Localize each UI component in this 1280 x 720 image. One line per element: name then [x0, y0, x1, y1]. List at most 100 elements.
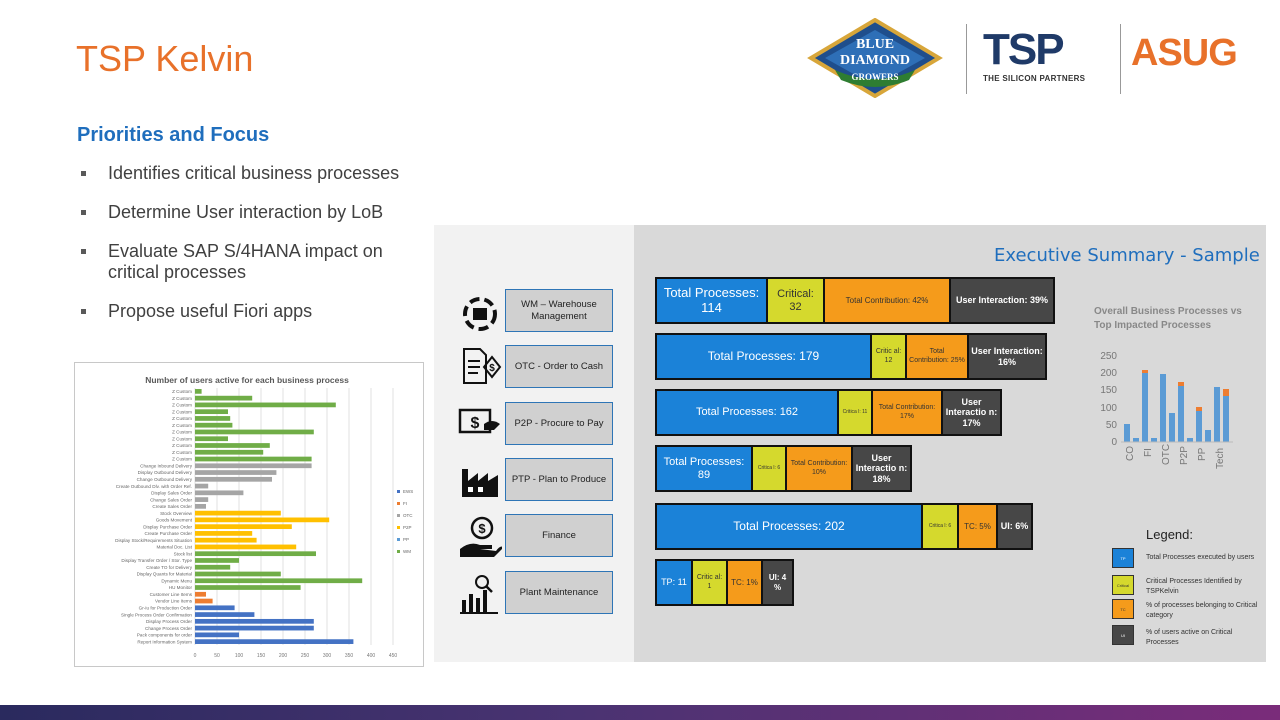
- category-label: Z Custom: [172, 403, 192, 408]
- mini-ytick: 0: [1111, 437, 1117, 448]
- bar: [195, 517, 330, 523]
- contribution-seg: Total Contribution: 25%: [905, 333, 969, 380]
- logo-divider: [966, 24, 967, 94]
- analytics-chart-icon: [460, 575, 498, 614]
- svg-text:DIAMOND: DIAMOND: [840, 53, 910, 68]
- bar: [195, 632, 239, 638]
- legend-label: OTC: [403, 513, 413, 518]
- bar: [195, 578, 363, 584]
- footer-gradient-bar: [0, 705, 1280, 720]
- interaction-seg: UI: 4 %: [761, 559, 794, 606]
- bar: [195, 463, 312, 469]
- total-processes-seg: Total Processes: 114: [655, 277, 768, 324]
- contribution-seg: Total Contribution: 17%: [871, 389, 943, 436]
- contribution-seg: Total Contribution: 10%: [785, 445, 853, 492]
- process-card-otc[interactable]: OTC - Order to Cash: [505, 345, 613, 388]
- bar: [195, 389, 202, 394]
- bar: [195, 605, 235, 611]
- overall-processes-mini-chart: 250 200 150 100 50 0: [1100, 351, 1233, 469]
- blue-diamond-logo: BLUE DIAMOND GROWERS: [807, 18, 943, 98]
- bar: [195, 422, 233, 428]
- process-card-p2p[interactable]: P2P - Procure to Pay: [505, 402, 613, 445]
- total-processes-seg: TP: 11: [655, 559, 693, 606]
- bar: [195, 598, 213, 604]
- tsp-logo: TSP THE SILICON PARTNERS: [983, 25, 1086, 84]
- contribution-seg: TC: 5%: [957, 503, 998, 550]
- legend-label: PP: [403, 537, 409, 542]
- category-label: HU Monitor: [169, 585, 193, 590]
- legend-text: Total Processes executed by users: [1146, 554, 1255, 561]
- x-tick-label: 450: [389, 653, 398, 659]
- hand-coin-icon: $: [460, 516, 502, 557]
- mini-chart-title: Overall Business Processes vs Top Impact…: [1094, 306, 1242, 331]
- logo-divider: [1120, 24, 1121, 94]
- critical-seg: Critic al: 1: [691, 559, 728, 606]
- process-card-wm[interactable]: WM – Warehouse Management: [505, 289, 613, 332]
- category-label: Change Process Order: [145, 626, 192, 631]
- asug-logo: ASUG: [1131, 32, 1238, 74]
- interaction-seg: User Interactio n: 18%: [851, 445, 912, 492]
- mini-ytick: 200: [1100, 368, 1117, 379]
- total-processes-seg: Total Processes: 162: [655, 389, 839, 436]
- legend-text: % of users active on Critical Processes: [1146, 629, 1233, 646]
- total-processes-seg: Total Processes: 89: [655, 445, 753, 492]
- legend-swatch-ui: UI: [1112, 625, 1134, 645]
- category-label: Change Sales Order: [150, 497, 192, 502]
- bar: [195, 503, 206, 509]
- category-label: Display Process Order: [146, 619, 192, 624]
- legend-label: P2P: [403, 525, 412, 530]
- bar: [195, 585, 301, 590]
- category-label: Z Custom: [172, 416, 192, 421]
- bar: [195, 537, 257, 543]
- bullet-item: Propose useful Fiori apps: [78, 301, 418, 322]
- bar: [195, 524, 292, 530]
- bar: [195, 443, 270, 448]
- bar: [195, 456, 312, 462]
- bar: [195, 429, 314, 435]
- bar: [195, 436, 228, 442]
- bullet-item: Identifies critical business processes: [78, 163, 418, 184]
- interaction-seg: User Interaction: 39%: [949, 277, 1055, 324]
- legend-text: Critical Processes Identified by TSPKelv…: [1146, 578, 1242, 595]
- process-list: $ $ $ WM – Warehouse Management OTC - Or…: [434, 225, 634, 662]
- category-label: Z Custom: [172, 457, 192, 462]
- category-label: Create Purchase Order: [145, 531, 193, 536]
- mini-ytick: 250: [1100, 351, 1117, 362]
- executive-summary-panel: $ $ $ WM – Warehouse Management OTC - Or…: [434, 225, 1266, 662]
- contribution-seg: Total Contribution: 42%: [823, 277, 951, 324]
- x-tick-label: 300: [323, 653, 332, 659]
- warehouse-cycle-icon: [463, 297, 497, 331]
- bar: [195, 510, 281, 516]
- process-card-finance[interactable]: Finance: [505, 514, 613, 557]
- category-label: Display Sales Order: [151, 491, 192, 496]
- category-label: Customer Line Items: [150, 592, 193, 597]
- mini-xtick: Tech: [1215, 448, 1226, 469]
- svg-text:GROWERS: GROWERS: [851, 72, 898, 82]
- category-label: Change Outbound Delivery: [137, 477, 193, 482]
- process-card-pm[interactable]: Plant Maintenance: [505, 571, 613, 614]
- critical-seg: Critical: 32: [766, 277, 825, 324]
- svg-text:BLUE: BLUE: [856, 37, 894, 52]
- bar: [195, 551, 316, 557]
- x-tick-label: 0: [194, 653, 197, 659]
- svg-text:$: $: [478, 521, 486, 536]
- mini-ytick: 150: [1100, 385, 1117, 396]
- bar: [195, 416, 231, 421]
- users-bar-chart-svg: Number of users active for each business…: [115, 375, 413, 659]
- legend-swatch: [397, 550, 400, 553]
- category-label: Display Outbound Delivery: [138, 470, 193, 475]
- invoice-cash-icon: $: [463, 348, 502, 384]
- bar: [195, 625, 314, 631]
- legend-swatch: [397, 490, 400, 493]
- category-label: Display Stock/Requirements Situation: [115, 538, 192, 543]
- legend-label: FI: [403, 501, 407, 506]
- category-label: Display Purchase Order: [143, 524, 192, 529]
- category-label: Stock list: [174, 551, 193, 556]
- process-card-ptp[interactable]: PTP - Plan to Produce: [505, 458, 613, 501]
- bar: [195, 544, 297, 550]
- category-label: Z Custom: [172, 430, 192, 435]
- bar: [195, 490, 244, 496]
- bullet-list: Identifies critical business processes D…: [78, 163, 418, 340]
- legend-label: WM: [403, 549, 411, 554]
- users-per-process-chart: Number of users active for each business…: [74, 362, 424, 667]
